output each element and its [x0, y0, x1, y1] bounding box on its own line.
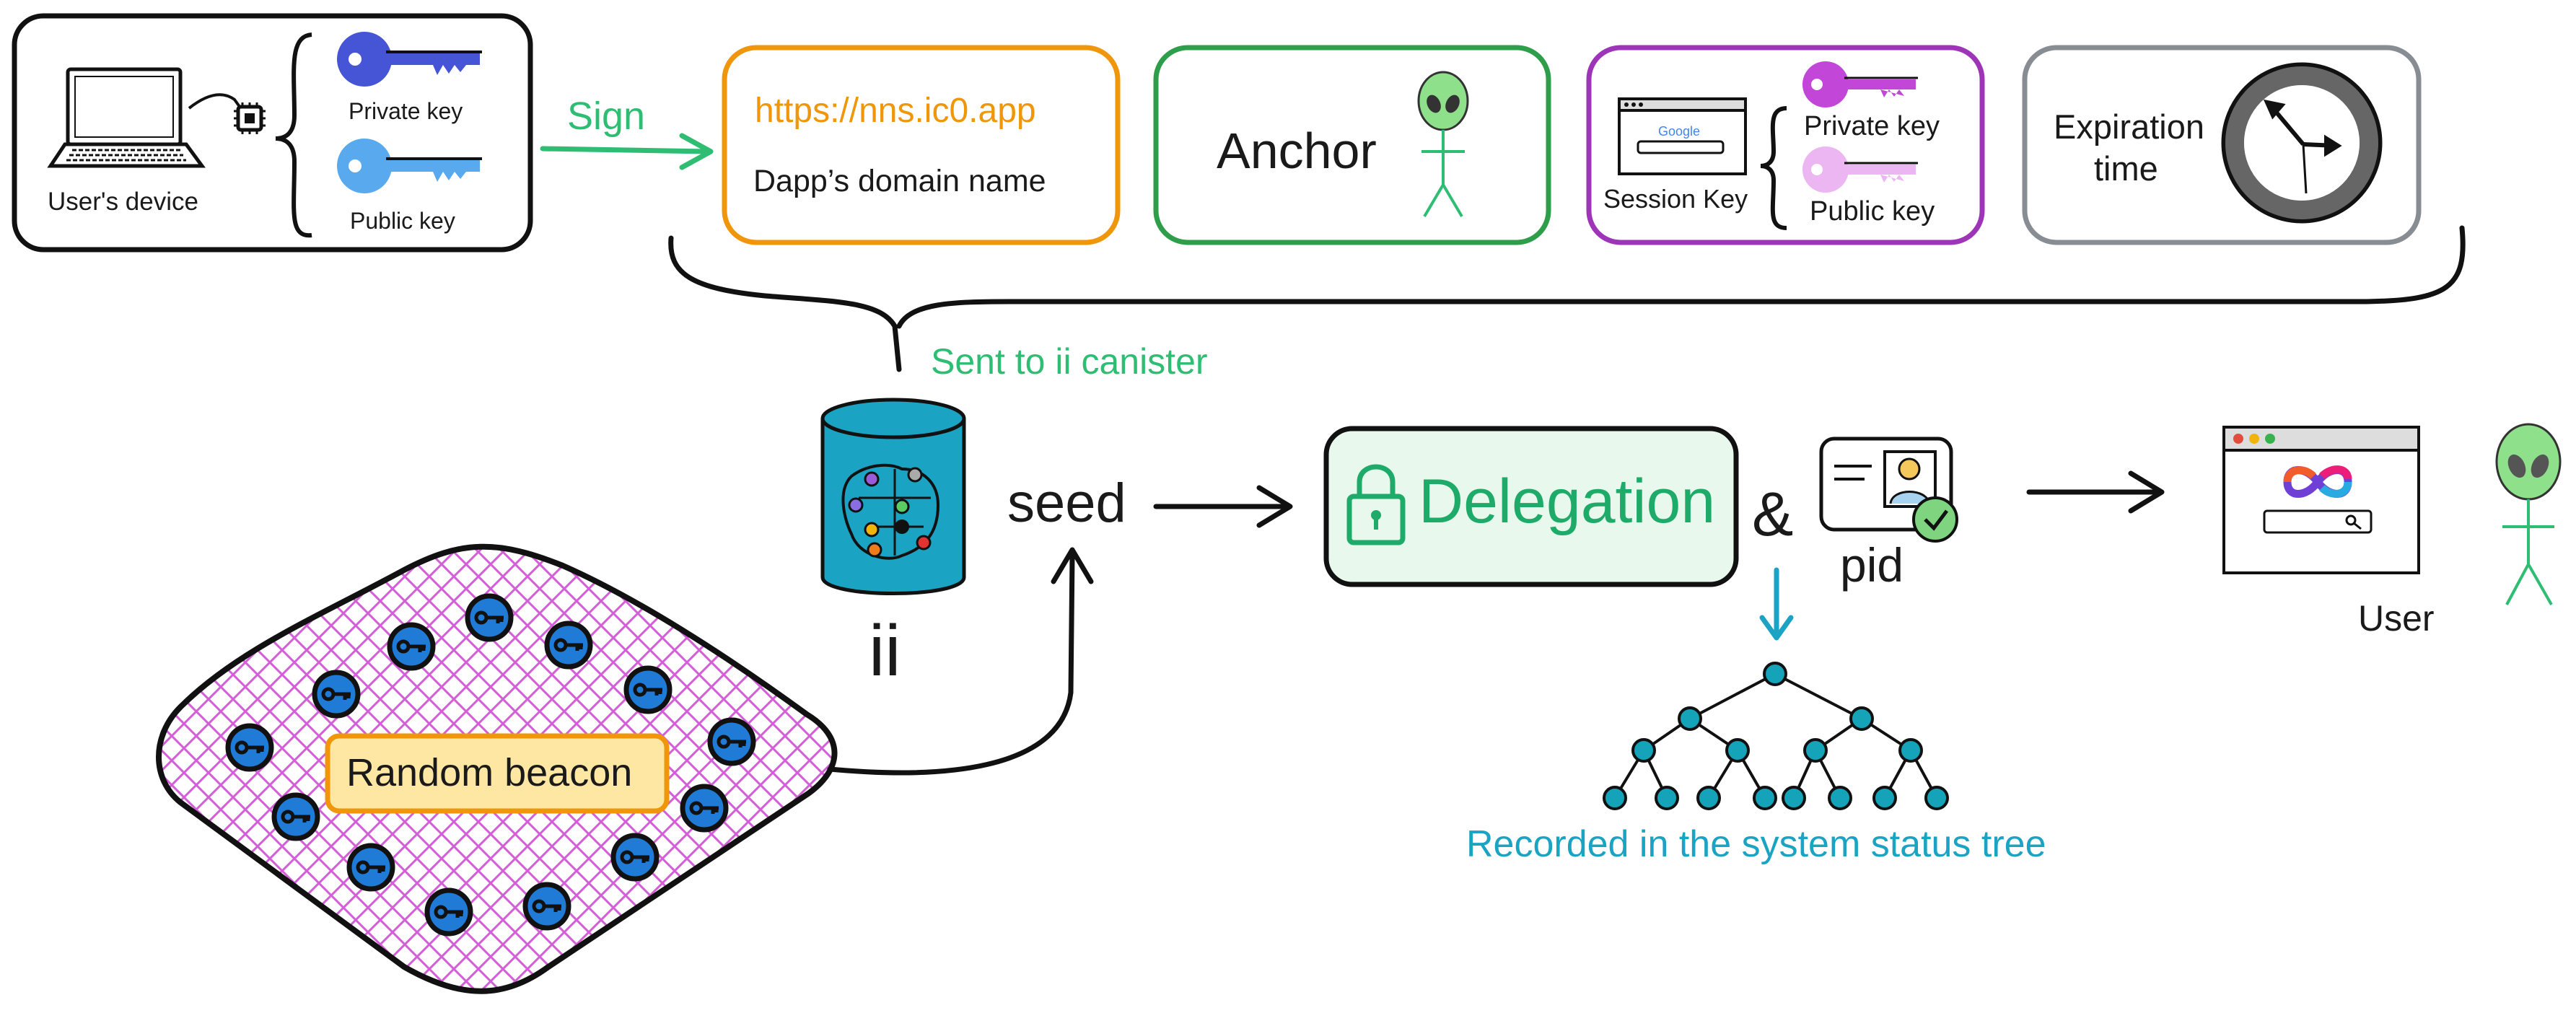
user-browser — [2222, 426, 2420, 574]
session-public-key-label: Public key — [1810, 196, 1935, 227]
device-label: User's device — [48, 188, 198, 216]
search-icon — [2345, 514, 2362, 530]
alien-icon — [2495, 423, 2562, 605]
beacon-label-box — [325, 733, 670, 814]
to-user-arrow — [2026, 470, 2165, 514]
expiration-line1: Expiration — [2054, 108, 2204, 146]
tree-arrow — [1759, 567, 1794, 641]
user-label: User — [2358, 598, 2435, 639]
sign-arrow — [540, 133, 714, 170]
laptop-icon — [47, 67, 206, 168]
private-key-icon — [337, 32, 482, 87]
lock-icon — [1346, 464, 1406, 545]
delegation-label: Delegation — [1419, 467, 1716, 536]
browser-brand: Google — [1658, 124, 1700, 139]
browser-icon — [1618, 97, 1747, 175]
seed-arrow — [1153, 485, 1293, 528]
pid-label: pid — [1840, 538, 1904, 592]
domain-box — [722, 45, 1121, 245]
sent-to-label: Sent to ii canister — [931, 341, 1208, 382]
expiration-line2: time — [2094, 149, 2158, 188]
alien-icon — [1417, 71, 1469, 218]
database-icon — [820, 398, 966, 595]
session-private-key-label: Private key — [1804, 111, 1940, 141]
private-key-icon — [1802, 61, 1918, 108]
sign-label: Sign — [567, 95, 646, 138]
clock-icon — [2221, 62, 2383, 224]
chip-icon — [234, 102, 266, 134]
tree-caption: Recorded in the system status tree — [1466, 823, 2046, 865]
infinity-logo-icon — [2283, 465, 2352, 498]
anchor-label: Anchor — [1217, 123, 1377, 179]
beacon-label: Random beacon — [346, 751, 633, 794]
delegation-box — [1323, 426, 1739, 587]
beacon-arrow — [827, 547, 1094, 776]
device-public-key-label: Public key — [350, 208, 455, 234]
session-key-label: Session Key — [1603, 184, 1748, 214]
gather-brace — [668, 225, 2466, 372]
public-key-icon — [337, 139, 482, 193]
public-key-icon — [1802, 146, 1918, 193]
seed-label: seed — [1007, 473, 1126, 534]
device-private-key-label: Private key — [349, 98, 463, 124]
tree-nodes — [1603, 662, 1949, 810]
ampersand-label: & — [1752, 480, 1794, 549]
domain-caption: Dapp’s domain name — [753, 164, 1046, 198]
check-icon — [1912, 496, 1958, 543]
tree-icon — [1613, 672, 1938, 799]
ii-label: ii — [869, 610, 901, 691]
domain-url: https://nns.ic0.app — [755, 92, 1036, 130]
